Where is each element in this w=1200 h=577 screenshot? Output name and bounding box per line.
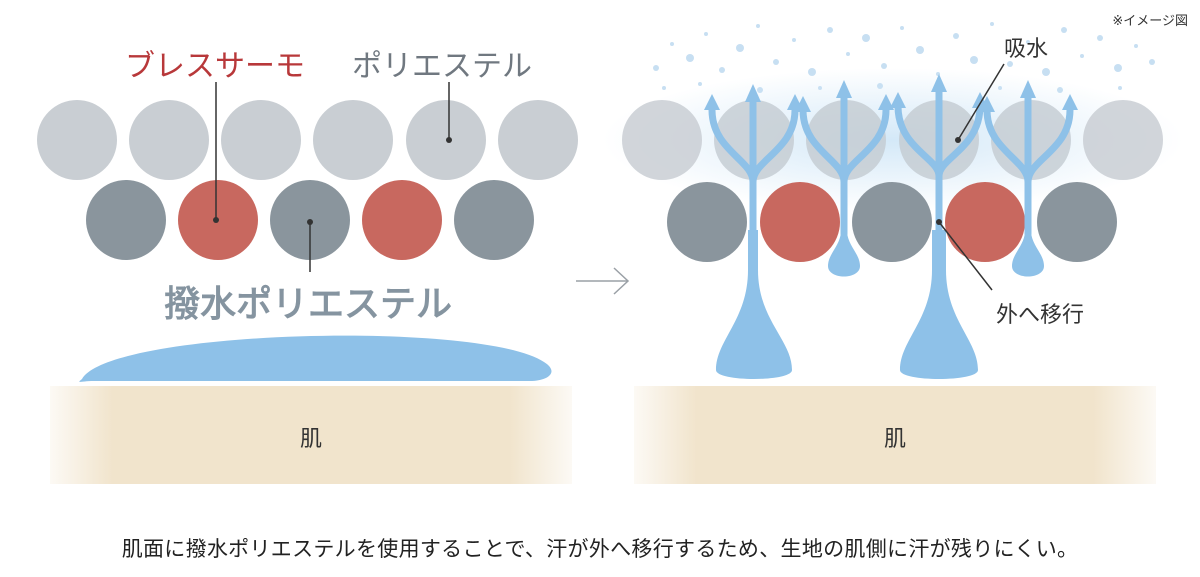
left-panel: ブレスサーモ ポリエステル 撥水ポリエステル 肌 (37, 49, 578, 484)
dark-fiber (1037, 182, 1117, 262)
dark-fiber (454, 180, 534, 260)
light-fiber (221, 100, 301, 180)
transition-arrow-icon (576, 267, 630, 295)
image-note: ※イメージ図 (1112, 14, 1188, 29)
wicking-arrows (708, 86, 1074, 238)
light-fiber (1083, 100, 1163, 180)
caption: 肌面に撥水ポリエステルを使用することで、汗が外へ移行するため、生地の肌側に汗が残… (121, 537, 1079, 561)
light-fiber (498, 100, 578, 180)
label-move-outward: 外へ移行 (996, 303, 1084, 328)
leader-dot (307, 219, 313, 225)
light-fiber (313, 100, 393, 180)
leader-line (938, 221, 993, 291)
label-breath-thermo: ブレスサーモ (125, 49, 305, 84)
sweat-puddle (79, 335, 552, 382)
leader-dot (446, 137, 452, 143)
label-absorb: 吸水 (1004, 37, 1048, 62)
light-fiber (37, 100, 117, 180)
dark-fiber (86, 180, 166, 260)
leader-line (957, 63, 1005, 141)
red-fiber (760, 182, 840, 262)
red-fiber (362, 180, 442, 260)
label-polyester: ポリエステル (352, 49, 532, 84)
red-fiber (945, 182, 1025, 262)
skin-label: 肌 (884, 427, 906, 452)
leader-dot (213, 217, 219, 223)
skin-band (50, 386, 572, 484)
label-water-repellent-polyester: 撥水ポリエステル (164, 283, 452, 325)
arrow-heads (704, 74, 1078, 112)
dark-fiber (667, 182, 747, 262)
skin-band (634, 386, 1156, 484)
light-fiber (129, 100, 209, 180)
right-panel: 吸水 外へ移行 肌 (603, 22, 1183, 484)
dark-fiber (852, 182, 932, 262)
water-channels (716, 230, 1044, 379)
light-fiber (622, 100, 702, 180)
leader-dot (936, 219, 942, 225)
skin-label: 肌 (300, 427, 322, 452)
leader-dot (955, 137, 961, 143)
